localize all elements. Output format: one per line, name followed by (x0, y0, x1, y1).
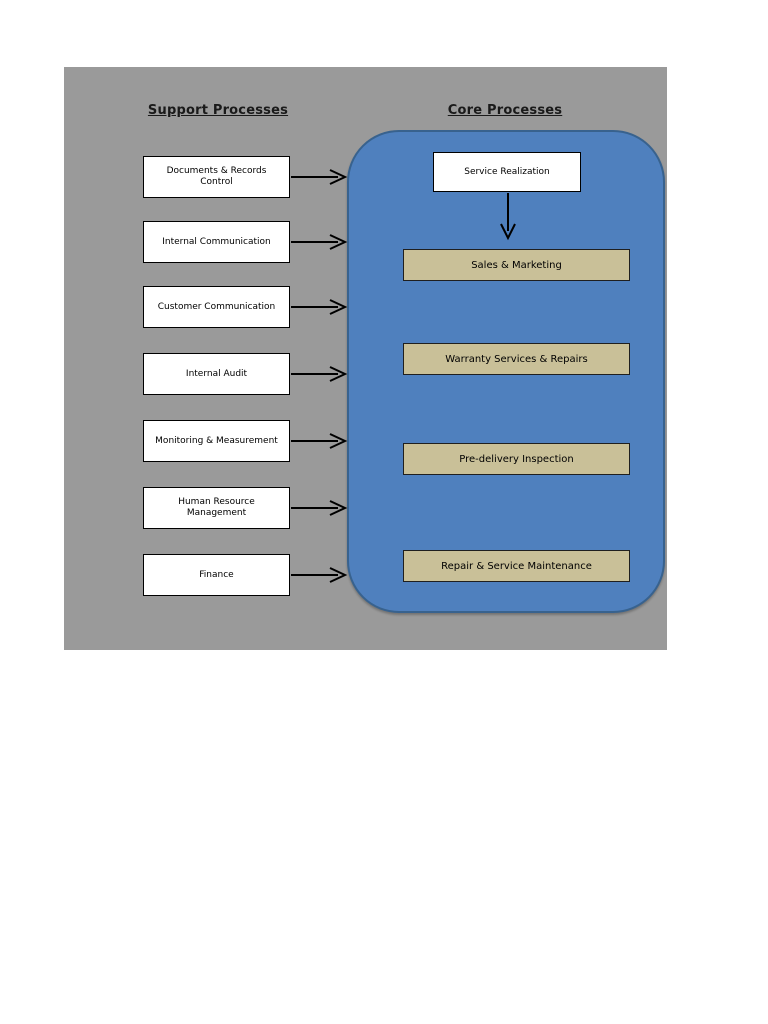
arrow-finance-to-core (291, 567, 348, 583)
core-box-label: Repair & Service Maintenance (441, 560, 592, 572)
support-box-monitoring-measurement: Monitoring & Measurement (143, 420, 290, 462)
support-box-label: Internal Communication (162, 236, 271, 247)
core-box-service-realization: Service Realization (433, 152, 581, 192)
support-box-label: Internal Audit (185, 368, 248, 379)
support-box-label: Human Resource Management (178, 497, 255, 518)
arrow-customer-communication-to-core (291, 299, 348, 315)
support-processes-heading: Support Processes (147, 103, 289, 118)
core-processes-heading: Core Processes (447, 103, 563, 118)
core-box-label: Pre-delivery Inspection (459, 453, 574, 465)
support-box-label: Monitoring & Measurement (155, 435, 278, 446)
support-box-label: Finance (199, 569, 234, 580)
arrow-human-resource-to-core (291, 500, 348, 516)
core-box-label: Warranty Services & Repairs (445, 353, 588, 365)
core-box-pre-delivery-inspection: Pre-delivery Inspection (403, 443, 630, 475)
support-box-label: Documents & Records Control (166, 166, 267, 187)
support-box-documents-records-control: Documents & Records Control (143, 156, 290, 198)
arrow-monitoring-measurement-to-core (291, 433, 348, 449)
support-box-label: Customer Communication (157, 301, 276, 312)
support-box-internal-audit: Internal Audit (143, 353, 290, 395)
core-box-label: Sales & Marketing (471, 259, 562, 271)
core-box-repair-service-maintenance: Repair & Service Maintenance (403, 550, 630, 582)
support-box-finance: Finance (143, 554, 290, 596)
support-box-human-resource-management: Human Resource Management (143, 487, 290, 529)
process-map-diagram: Support Processes Core Processes Documen… (64, 67, 667, 650)
arrow-internal-communication-to-core (291, 234, 348, 250)
support-box-customer-communication: Customer Communication (143, 286, 290, 328)
core-box-label: Service Realization (464, 167, 550, 177)
core-box-sales-marketing: Sales & Marketing (403, 249, 630, 281)
arrow-internal-audit-to-core (291, 366, 348, 382)
core-box-warranty-services-repairs: Warranty Services & Repairs (403, 343, 630, 375)
arrow-documents-records-to-core (291, 169, 348, 185)
support-box-internal-communication: Internal Communication (143, 221, 290, 263)
